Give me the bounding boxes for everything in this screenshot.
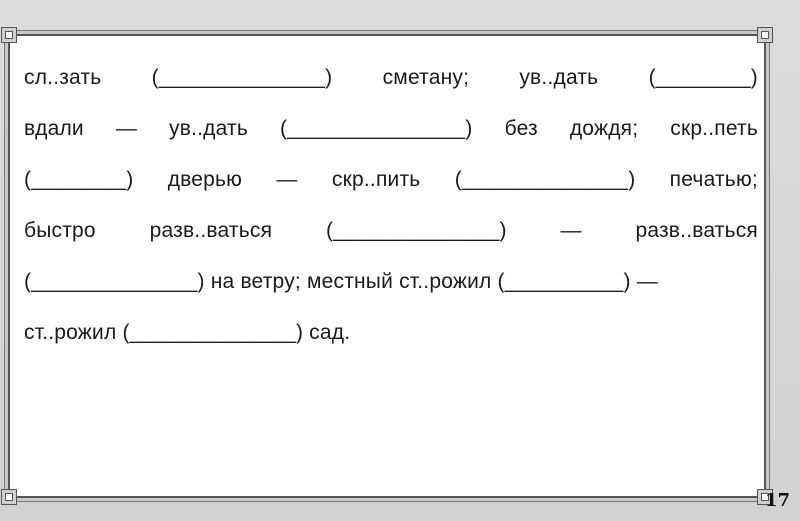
word: дождя;	[569, 117, 639, 140]
word: разв..ваться	[635, 219, 758, 242]
answer-blank: (______________)	[454, 168, 636, 191]
word: быстро	[24, 219, 96, 242]
dash: —	[276, 168, 298, 191]
exercise-line: быстро разв..ваться (______________) — р…	[24, 205, 758, 256]
exercise-line: вдали — ув..дать (_______________) без д…	[24, 103, 758, 154]
page-number: 17	[764, 490, 790, 511]
word: сметану;	[382, 66, 470, 89]
frame-corner-ornament	[1, 27, 17, 43]
exercise-line: (________) дверью — скр..пить (_________…	[24, 154, 758, 205]
answer-blank: (________)	[648, 66, 758, 89]
dash: —	[560, 219, 582, 242]
frame-corner-ornament	[1, 489, 17, 505]
line-text: (______________) на ветру; местный ст..р…	[24, 270, 658, 293]
answer-blank: (______________)	[325, 219, 507, 242]
answer-blank: (________)	[24, 168, 134, 191]
exercise-line: ст..рожил (______________) сад.	[24, 307, 758, 358]
exercise-frame: сл..зать (______________) сметану; ув..д…	[1, 27, 773, 505]
word: вдали	[24, 117, 84, 140]
frame-corner-ornament	[757, 489, 773, 505]
answer-blank: (_______________)	[280, 117, 473, 140]
word: скр..петь	[670, 117, 758, 140]
word: без	[504, 117, 538, 140]
word: скр..пить	[331, 168, 421, 191]
exercise-line: сл..зать (______________) сметану; ув..д…	[24, 52, 758, 103]
word: ув..дать	[519, 66, 599, 89]
frame-corner-ornament	[757, 27, 773, 43]
answer-blank: (______________)	[151, 66, 333, 89]
exercise-text: сл..зать (______________) сметану; ув..д…	[24, 52, 758, 358]
word: печатью;	[669, 168, 758, 191]
dash: —	[115, 117, 138, 140]
word: сл..зать	[24, 66, 102, 89]
word: разв..ваться	[149, 219, 273, 242]
exercise-line: (______________) на ветру; местный ст..р…	[24, 256, 758, 307]
word: дверью	[167, 168, 243, 191]
word: ув..дать	[169, 117, 249, 140]
line-text: ст..рожил (______________) сад.	[24, 321, 351, 344]
